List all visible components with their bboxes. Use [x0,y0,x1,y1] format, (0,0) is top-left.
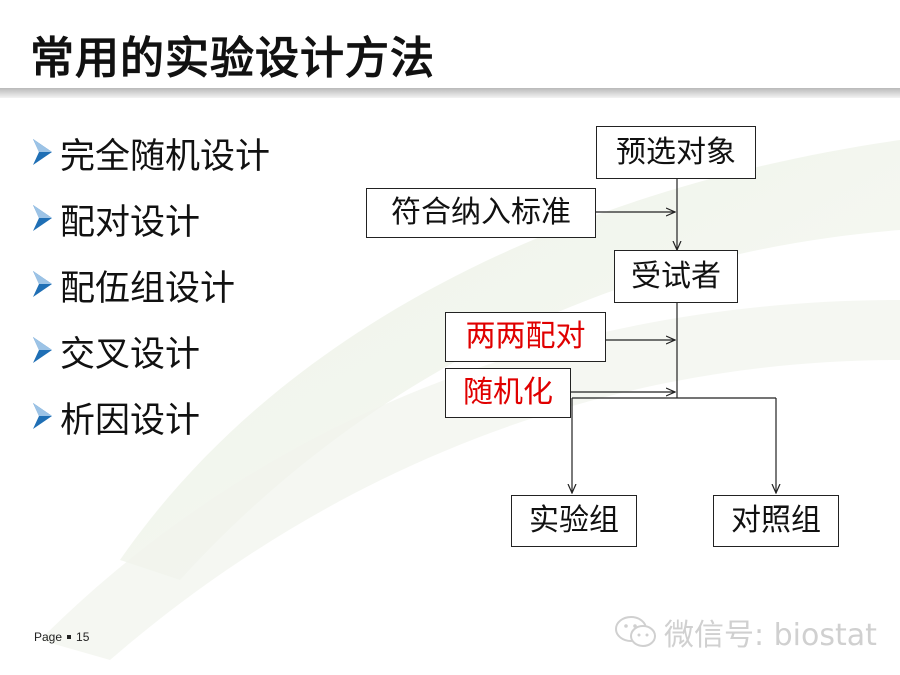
bullet-text: 析因设计 [60,401,201,441]
arrow-bullet-icon [33,139,52,165]
preselect-box: 预选对象 [596,126,756,179]
criteria-box: 符合纳入标准 [366,188,596,238]
control-group-box: 对照组 [713,495,839,547]
arrow-bullet-icon [33,337,52,363]
title-divider [0,88,900,98]
bullet-text: 配对设计 [60,203,201,243]
arrow-bullet-icon [33,271,52,297]
list-item: 配对设计 [30,194,270,260]
subjects-box: 受试者 [614,250,738,303]
wechat-watermark: 微信号: biostat [614,610,877,654]
list-item: 完全随机设计 [30,128,270,194]
list-item: 交叉设计 [30,326,270,392]
bullet-text: 完全随机设计 [60,137,271,177]
page-number: 15 [76,630,90,644]
slide-title: 常用的实验设计方法 [30,33,435,84]
arrow-bullet-icon [33,205,52,231]
experimental-group-box: 实验组 [511,495,637,547]
arrow-bullet-icon [33,403,52,429]
randomize-box: 随机化 [445,368,571,418]
page-footer: Page 15 [34,630,89,644]
list-item: 配伍组设计 [30,260,270,326]
page-label: Page [34,630,63,644]
separator-dot [67,634,72,639]
pairing-box: 两两配对 [445,312,606,362]
list-item: 析因设计 [30,392,270,458]
wechat-icon [615,616,656,647]
bullet-text: 配伍组设计 [60,269,236,309]
watermark-text: 微信号: biostat [664,618,877,653]
design-method-list: 完全随机设计 配对设计 配伍组设计 交叉设计 析因设计 [30,128,270,458]
bullet-text: 交叉设计 [60,335,201,375]
